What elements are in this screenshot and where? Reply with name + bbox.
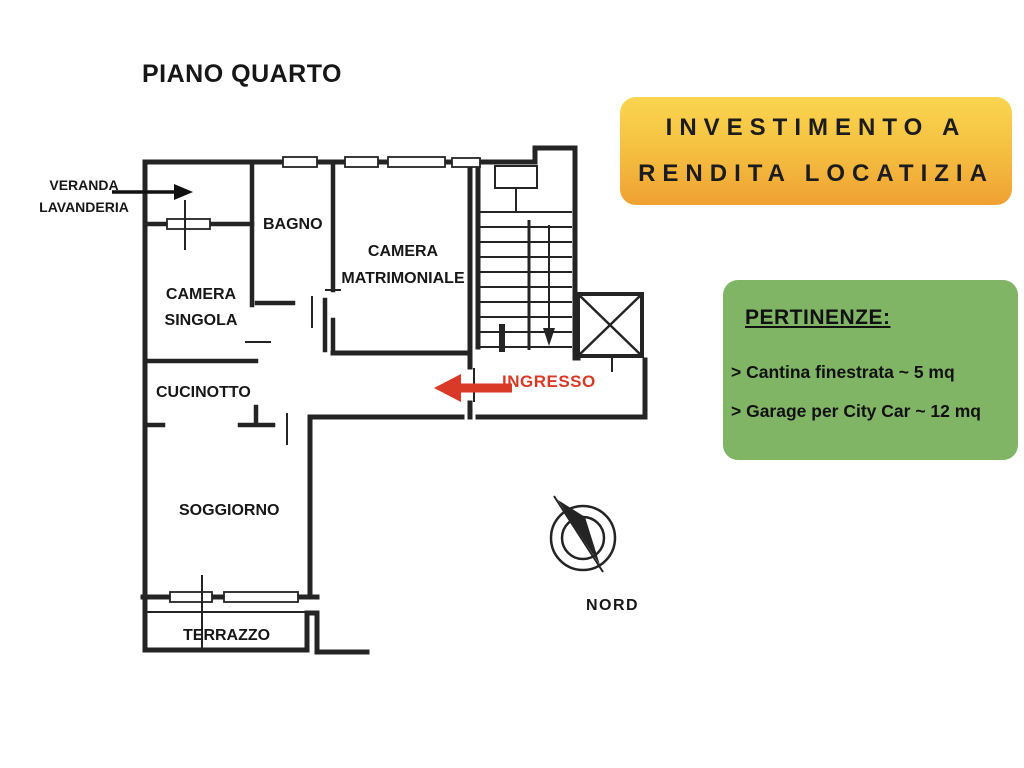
entrance-label: INGRESSO xyxy=(502,372,596,391)
investment-banner: INVESTIMENTO A RENDITA LOCATIZIA xyxy=(620,97,1012,205)
north-compass-icon xyxy=(549,495,617,573)
room-label-terrazzo: TERRAZZO xyxy=(183,627,271,644)
elevator xyxy=(576,292,644,358)
banner-line2: RENDITA LOCATIZIA xyxy=(638,160,994,187)
camera-matrimoniale-line1: CAMERA xyxy=(367,243,439,260)
veranda-label-line1: VERANDA xyxy=(49,177,119,193)
room-label-soggiorno: SOGGIORNO xyxy=(179,502,280,519)
pertinenze-item-garage: > Garage per City Car ~ 12 mq xyxy=(731,401,981,421)
veranda-label-line2: LAVANDERIA xyxy=(39,199,129,215)
camera-singola-line1: CAMERA xyxy=(165,286,237,303)
north-label: NORD xyxy=(586,597,640,614)
banner-line1: INVESTIMENTO A xyxy=(665,114,967,141)
room-label-cucinotto: CUCINOTTO xyxy=(156,384,251,401)
interior-walls xyxy=(142,159,336,613)
ingresso-arrow xyxy=(434,374,512,402)
room-label-bagno: BAGNO xyxy=(263,216,323,233)
camera-matrimoniale-line2: MATRIMONIALE xyxy=(341,270,465,287)
room-label-camera-matrimoniale: CAMERA MATRIMONIALE xyxy=(331,238,475,292)
staircase xyxy=(480,211,572,352)
pertinenze-item-cantina: > Cantina finestrata ~ 5 mq xyxy=(731,362,955,382)
door-marks xyxy=(184,188,613,648)
veranda-arrow xyxy=(112,184,193,200)
room-label-veranda-lavanderia: VERANDA LAVANDERIA xyxy=(29,174,139,218)
camera-singola-line2: SINGOLA xyxy=(164,312,238,329)
pertinenze-box: PERTINENZE: > Cantina finestrata ~ 5 mq … xyxy=(723,280,1018,460)
pertinenze-heading: PERTINENZE: xyxy=(745,306,891,329)
windows xyxy=(166,156,538,603)
page-title: PIANO QUARTO xyxy=(142,60,342,88)
room-label-camera-singola: CAMERA SINGOLA xyxy=(147,282,255,334)
